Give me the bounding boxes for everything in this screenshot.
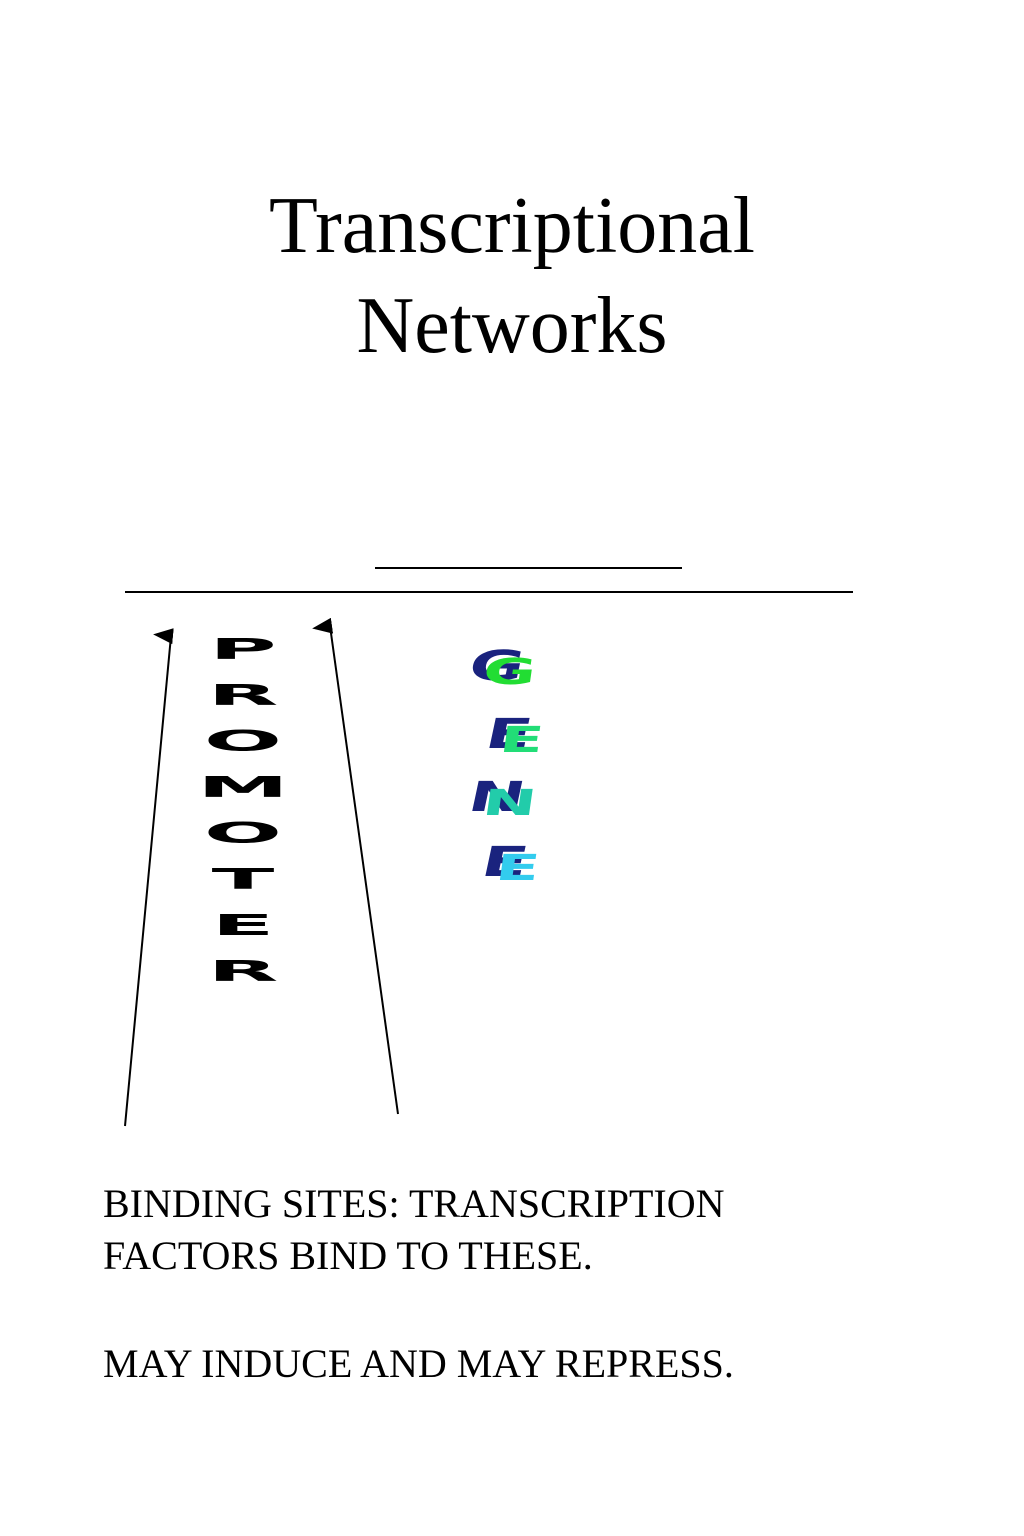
gene-letter: E: [493, 848, 543, 889]
gene-letter-shadow: G: [464, 642, 529, 690]
promoter-letter: R: [208, 679, 279, 712]
gene-letter-shadow: E: [481, 710, 537, 758]
promoter-letter: T: [212, 863, 275, 896]
caption: BINDING SITES: TRANSCRIPTION FACTORS BIN…: [103, 1178, 983, 1390]
gene-letter-shadow: N: [464, 773, 530, 821]
caption-line-2: FACTORS BIND TO THESE.: [103, 1233, 593, 1278]
promoter-letter: O: [204, 725, 282, 758]
caption-spacer: [103, 1282, 983, 1338]
promoter-letter: E: [212, 909, 275, 942]
promoter-letter: M: [197, 771, 289, 804]
promoter-letter: O: [204, 817, 282, 850]
title-line-1: Transcriptional: [269, 182, 755, 270]
caption-line-1: BINDING SITES: TRANSCRIPTION: [103, 1181, 725, 1226]
gene-letter: E: [497, 720, 547, 761]
title-line-2: Networks: [356, 282, 668, 370]
binding-site-arrow-left: [124, 628, 174, 1127]
promoter-letter: R: [208, 955, 279, 988]
promoter-letter: P: [209, 633, 276, 666]
gene-letter: N: [480, 783, 540, 824]
gene-letter: G: [480, 652, 539, 693]
binding-site-arrow-right: [312, 617, 399, 1115]
gene-letter-shadow: E: [477, 838, 533, 886]
page-title: Transcriptional Networks: [0, 176, 1024, 376]
caption-line-3: MAY INDUCE AND MAY REPRESS.: [103, 1341, 734, 1386]
